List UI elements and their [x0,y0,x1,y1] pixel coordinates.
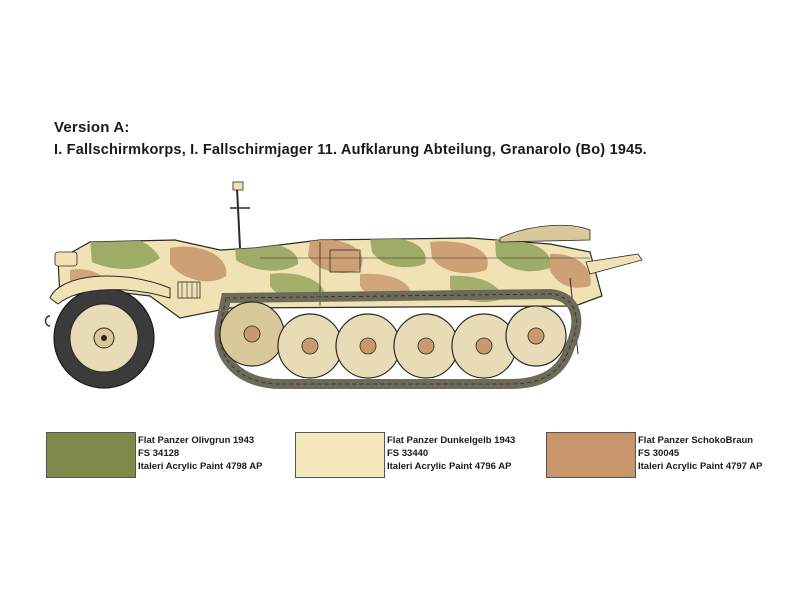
road-wheel [219,301,285,367]
paint-product-code: Italeri Acrylic Paint 4798 AP [138,461,263,472]
paint-info: Flat Panzer Olivgrun 1943 FS 34128 Itale… [138,434,262,473]
title-block: Version A: I. Fallschirmkorps, I. Fallsc… [54,119,647,158]
paint-info: Flat Panzer SchokoBraun FS 30045 Italeri… [638,434,762,473]
hull [44,181,643,355]
color-chip [295,432,385,478]
paint-name: Flat Panzer Olivgrun 1943 [138,435,255,446]
paint-fs-code: FS 34128 [138,448,180,459]
color-chip [546,432,636,478]
track [214,288,582,389]
paint-name: Flat Panzer SchokoBraun [638,435,754,446]
paint-product-code: Italeri Acrylic Paint 4797 AP [638,461,763,472]
unit-label: I. Fallschirmkorps, I. Fallschirmjager 1… [54,142,647,158]
road-wheels [219,301,567,379]
paint-fs-code: FS 33440 [387,448,429,459]
road-wheel [335,313,401,379]
paint-product-code: Italeri Acrylic Paint 4796 AP [387,461,512,472]
color-chip [46,432,136,478]
front-wheel [53,287,155,389]
road-wheel [451,313,517,379]
road-wheel [505,305,567,367]
road-wheel [393,313,459,379]
halftrack-illustration [44,181,643,389]
side-box [329,249,361,273]
road-wheel [277,313,343,379]
paint-fs-code: FS 30045 [638,448,680,459]
front-fender [49,275,171,305]
engine-grille [177,281,201,299]
paint-info: Flat Panzer Dunkelgelb 1943 FS 33440 Ita… [387,434,515,473]
version-label: Version A: [54,119,130,136]
paint-name: Flat Panzer Dunkelgelb 1943 [387,435,516,446]
